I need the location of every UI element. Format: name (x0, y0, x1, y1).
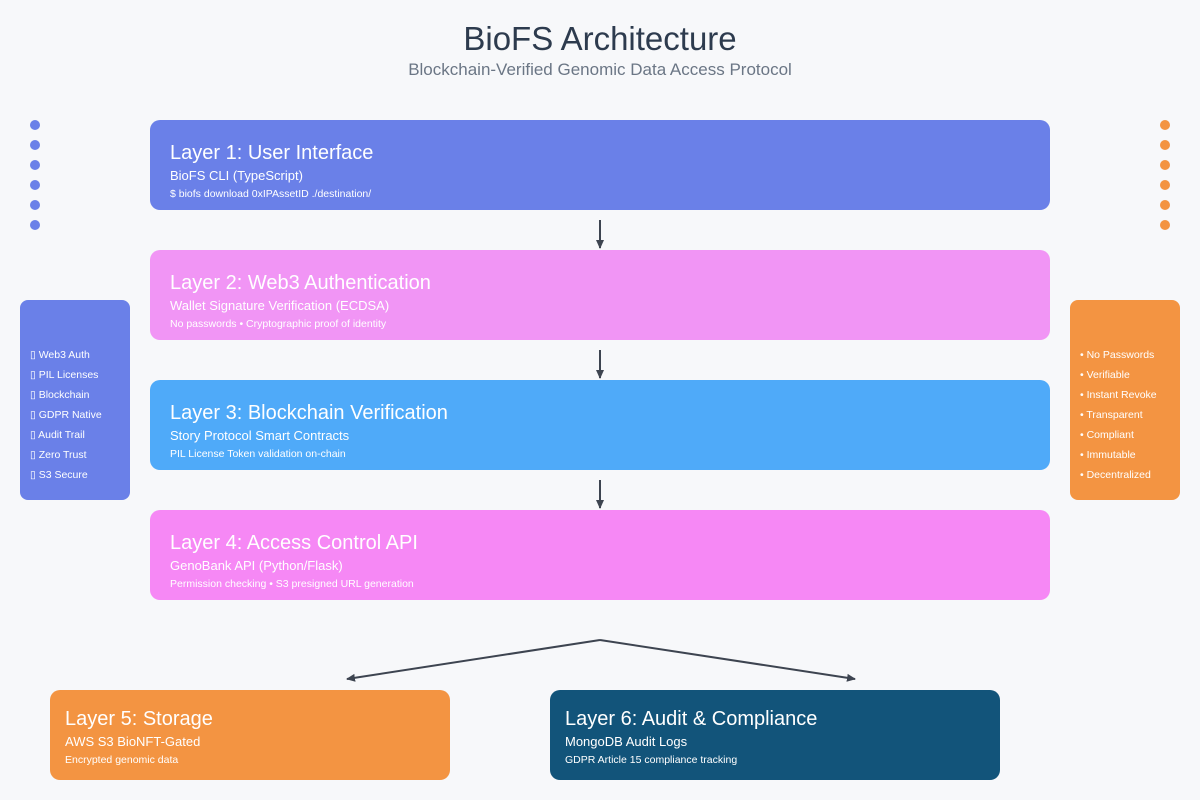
layer-3-name: Layer 3: Blockchain Verification (170, 402, 448, 424)
feature-item: ▯ Web3 Auth (30, 349, 90, 361)
benefit-item: • Immutable (1080, 449, 1136, 461)
layer-3-desc: PIL License Token validation on-chain (170, 448, 346, 460)
layer-5-name: Layer 5: Storage (65, 708, 213, 730)
decorative-dot (30, 220, 40, 230)
decorative-dot (30, 140, 40, 150)
layer-3-tech: Story Protocol Smart Contracts (170, 428, 350, 443)
benefit-item: • Compliant (1080, 429, 1134, 441)
layer-6-name: Layer 6: Audit & Compliance (565, 708, 818, 730)
decorative-dot (1160, 220, 1170, 230)
layer-2-box: Layer 2: Web3 Authentication Wallet Sign… (150, 250, 1050, 340)
layer-5-tech: AWS S3 BioNFT-Gated (65, 734, 201, 749)
layer-2-name: Layer 2: Web3 Authentication (170, 272, 431, 294)
diagram-title: BioFS Architecture (463, 20, 737, 57)
feature-item: ▯ S3 Secure (30, 469, 88, 481)
layer-1-name: Layer 1: User Interface (170, 142, 374, 164)
layer-5-box: Layer 5: Storage AWS S3 BioNFT-Gated Enc… (50, 690, 450, 780)
layer-6-desc: GDPR Article 15 compliance tracking (565, 754, 738, 766)
layer-1-tech: BioFS CLI (TypeScript) (170, 168, 303, 183)
left-dot-column (30, 120, 40, 230)
layer-4-name: Layer 4: Access Control API (170, 532, 418, 554)
decorative-dot (30, 180, 40, 190)
layer-6-box: Layer 6: Audit & Compliance MongoDB Audi… (550, 690, 1000, 780)
decorative-dot (30, 200, 40, 210)
layer-5-desc: Encrypted genomic data (65, 754, 179, 766)
decorative-dot (1160, 140, 1170, 150)
benefit-item: • Verifiable (1080, 369, 1130, 381)
feature-item: ▯ GDPR Native (30, 409, 102, 421)
layer-2-tech: Wallet Signature Verification (ECDSA) (170, 298, 390, 313)
decorative-dot (1160, 180, 1170, 190)
layer-1-box: Layer 1: User Interface BioFS CLI (TypeS… (150, 120, 1050, 210)
features-panel-left: ▯ Web3 Auth ▯ PIL Licenses ▯ Blockchain … (20, 300, 130, 500)
arrow-layer4-to-layer5 (346, 639, 601, 682)
layer-4-tech: GenoBank API (Python/Flask) (170, 558, 343, 573)
arrow-layer4-to-layer6 (599, 639, 856, 682)
feature-item: ▯ Zero Trust (30, 449, 87, 461)
decorative-dot (1160, 200, 1170, 210)
right-dot-column (1160, 120, 1170, 230)
benefit-item: • Transparent (1080, 409, 1143, 421)
layer-6-tech: MongoDB Audit Logs (565, 734, 688, 749)
layer-1-desc: $ biofs download 0xIPAssetID ./destinati… (170, 188, 372, 200)
layer-4-box: Layer 4: Access Control API GenoBank API… (150, 510, 1050, 600)
decorative-dot (1160, 120, 1170, 130)
layer-3-box: Layer 3: Blockchain Verification Story P… (150, 380, 1050, 470)
benefits-panel-right: • No Passwords • Verifiable • Instant Re… (1070, 300, 1180, 500)
feature-item: ▯ Blockchain (30, 389, 90, 401)
decorative-dot (1160, 160, 1170, 170)
benefit-item: • Decentralized (1080, 469, 1151, 481)
benefit-item: • Instant Revoke (1080, 389, 1157, 401)
layer-4-desc: Permission checking • S3 presigned URL g… (170, 578, 414, 590)
feature-item: ▯ PIL Licenses (30, 369, 99, 381)
decorative-dot (30, 120, 40, 130)
feature-item: ▯ Audit Trail (30, 429, 85, 441)
decorative-dot (30, 160, 40, 170)
diagram-subtitle: Blockchain-Verified Genomic Data Access … (408, 60, 792, 79)
layer-2-desc: No passwords • Cryptographic proof of id… (170, 318, 387, 330)
benefit-item: • No Passwords (1080, 349, 1155, 361)
